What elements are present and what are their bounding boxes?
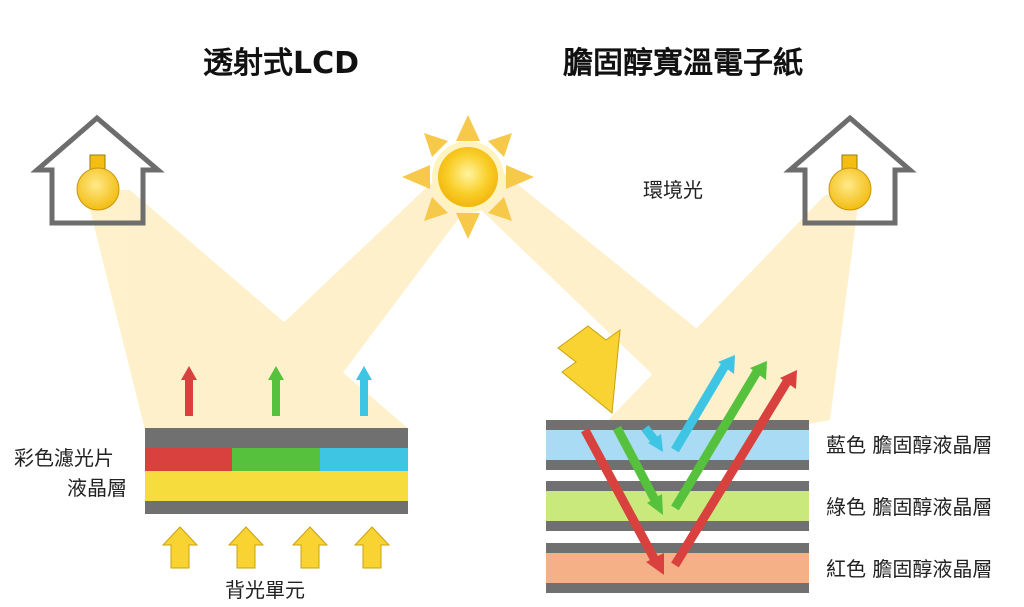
filter-blue (320, 448, 408, 471)
house-lamp-icon-left (30, 114, 165, 226)
right-lamp-beam (560, 190, 860, 470)
blue-reflection (641, 355, 735, 453)
sun-beam-left (170, 170, 480, 430)
sun-icon (402, 115, 534, 239)
lcd-blue-arrow (356, 366, 372, 416)
lcd-bottom-substrate (145, 501, 408, 514)
title-transmissive-lcd: 透射式LCD (203, 46, 360, 81)
filter-green (232, 448, 320, 471)
ambient-light-arrow (557, 325, 621, 414)
lcd-panel (145, 428, 408, 514)
backlight-arrow (353, 526, 391, 569)
lcd-top-substrate (145, 428, 408, 448)
backlight-arrow (227, 526, 265, 569)
house-lamp-icon-right (783, 114, 917, 226)
lcd-green-arrow (268, 366, 284, 416)
lcd-red-arrow (181, 366, 197, 416)
backlight-arrow (161, 526, 199, 569)
label-ambient-light: 環境光 (643, 178, 703, 202)
epaper-panel (546, 420, 809, 593)
filter-red (145, 448, 232, 471)
label-blue-layer: 藍色 膽固醇液晶層 (826, 433, 993, 457)
label-green-layer: 綠色 膽固醇液晶層 (826, 495, 993, 519)
backlight-arrow (291, 526, 329, 569)
lcd-liquid-crystal (145, 471, 408, 501)
label-red-layer: 紅色 膽固醇液晶層 (826, 557, 993, 581)
label-backlight-unit: 背光單元 (225, 578, 305, 602)
reflection-arrows (581, 355, 797, 575)
title-cholesteric-epaper: 膽固醇寬溫電子紙 (563, 46, 803, 81)
green-reflection (613, 361, 767, 515)
label-color-filter: 彩色濾光片 (14, 446, 114, 470)
lcd-output-arrows (181, 366, 372, 416)
red-reflection (581, 370, 797, 575)
backlight-arrows (161, 526, 391, 569)
label-liquid-crystal-layer: 液晶層 (67, 476, 127, 500)
light-beams (85, 170, 860, 470)
